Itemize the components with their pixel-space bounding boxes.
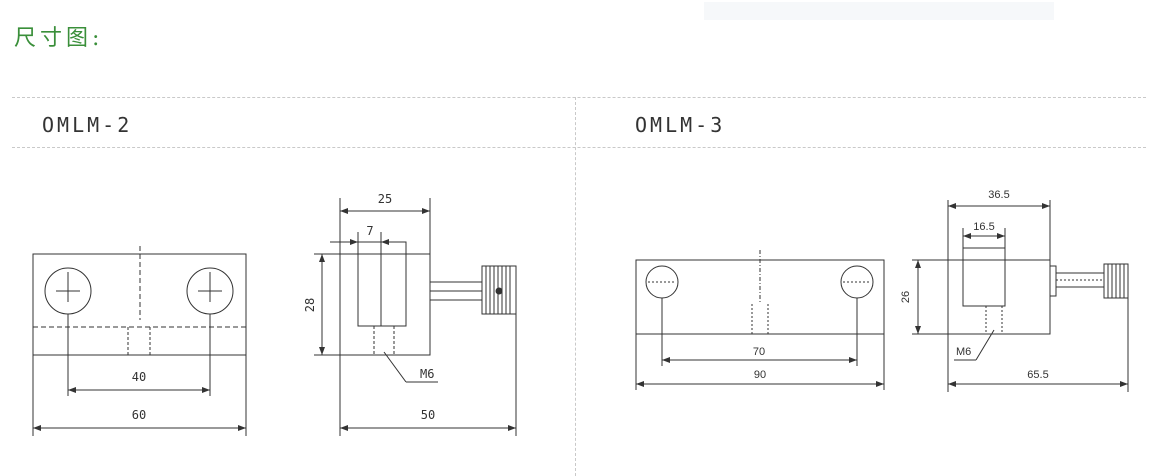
divider-header (12, 147, 1146, 148)
omlm2-dim-28: 28 (303, 298, 317, 312)
page-title: 尺寸图: (14, 26, 104, 51)
divider-top (12, 97, 1146, 98)
omlm3-dim-65-5: 65.5 (1027, 369, 1048, 381)
omlm2-dim-25: 25 (378, 192, 392, 206)
faint-background-band (704, 2, 1054, 20)
omlm2-knob (481, 265, 517, 315)
omlm2-dim-7: 7 (366, 224, 373, 238)
omlm2-side-body (339, 253, 431, 356)
omlm3-dim-16-5: 16.5 (973, 221, 994, 233)
divider-vertical (575, 97, 576, 476)
omlm2-dim-60: 60 (132, 408, 146, 422)
omlm3-side-slot (962, 247, 1006, 307)
omlm2-dim-40: 40 (132, 370, 146, 384)
omlm3-front-view (635, 250, 885, 390)
omlm3-dim-70: 70 (753, 346, 765, 358)
omlm3-dim-26: 26 (900, 291, 912, 303)
omlm2-front-view (32, 246, 247, 436)
omlm2-side-slot (357, 241, 407, 327)
omlm2-dim-50: 50 (421, 408, 435, 422)
omlm3-side-body (947, 259, 1051, 335)
omlm2-side-view (314, 198, 517, 436)
model-label-omlm-3: OMLM-3 (635, 113, 726, 137)
omlm3-side-view (912, 200, 1129, 392)
omlm3-thread-m6: M6 (956, 346, 971, 358)
model-label-omlm-2: OMLM-2 (42, 113, 133, 137)
omlm3-dim-90: 90 (754, 369, 766, 381)
omlm3-dim-36-5: 36.5 (988, 189, 1009, 201)
omlm2-thread-m6: M6 (420, 367, 434, 381)
